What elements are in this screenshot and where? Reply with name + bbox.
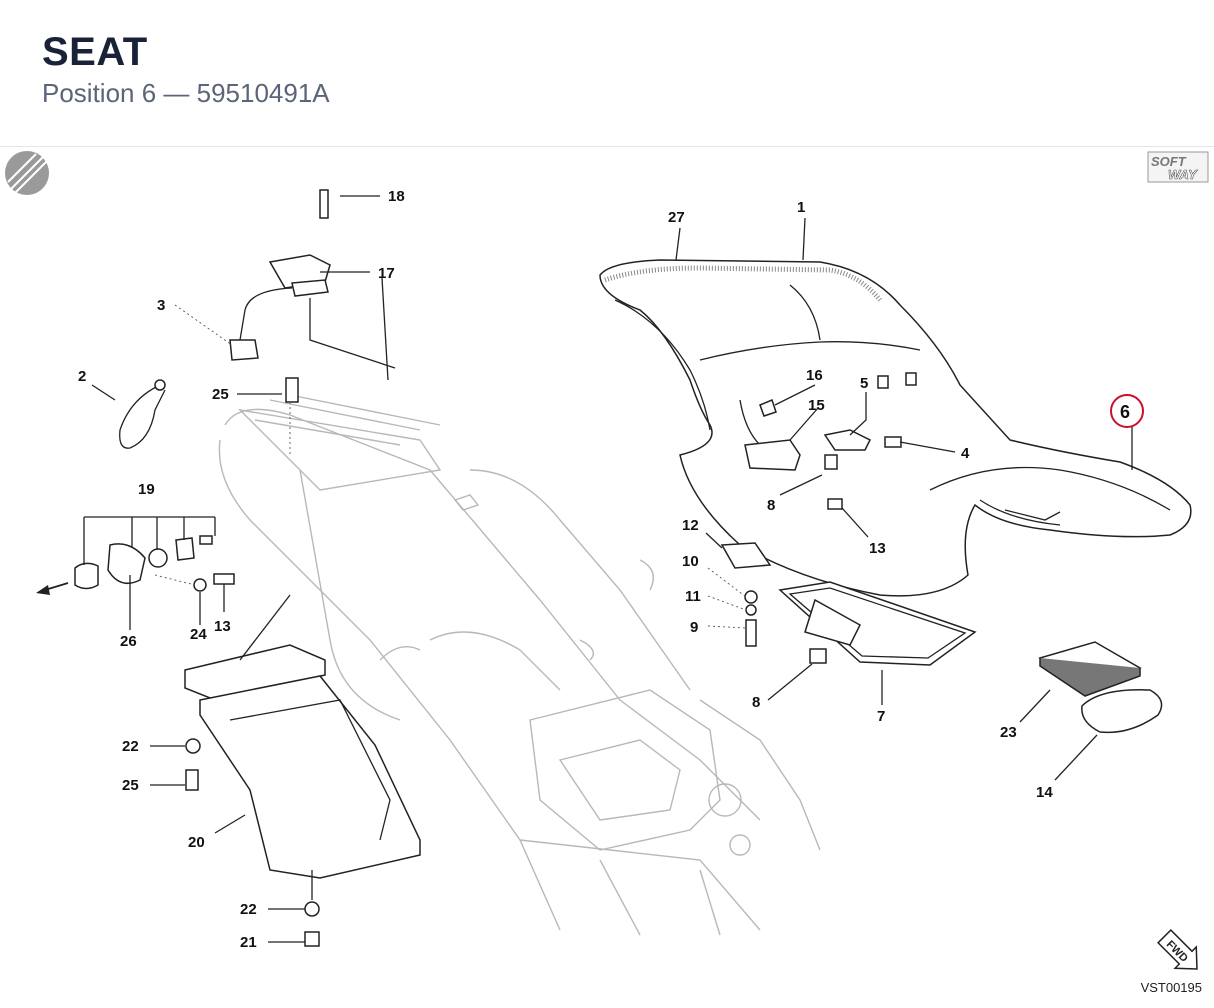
seat-bracket-hardware <box>744 398 902 510</box>
callout-label: 23 <box>1000 724 1017 741</box>
callout-label: 12 <box>682 517 699 534</box>
forward-direction-icon: FWD <box>1157 929 1198 970</box>
rear-subframe <box>218 394 821 936</box>
lock-barrel-assembly <box>36 535 235 595</box>
callout-label: 13 <box>214 618 231 635</box>
callout-label: 25 <box>212 386 229 403</box>
callout-label: 9 <box>690 619 698 636</box>
svg-text:WAY: WAY <box>1168 167 1198 182</box>
callout-label: 21 <box>240 934 257 951</box>
leader-lines <box>83 195 1133 943</box>
page-header: SEAT Position 6 — 59510491A <box>0 0 1214 147</box>
callout-labels: 1 27 18 17 3 2 25 19 26 24 13 22 25 20 2… <box>78 188 1130 951</box>
callout-label: 7 <box>877 708 885 725</box>
callout-label: 13 <box>869 540 886 557</box>
seat-base-frame <box>778 581 977 666</box>
callout-label: 19 <box>138 481 155 498</box>
callout-label: 4 <box>961 445 970 462</box>
highlight-ring <box>1110 394 1144 428</box>
callout-label: 5 <box>860 375 868 392</box>
corner-disc-icon <box>5 151 49 195</box>
callout-label: 20 <box>188 834 205 851</box>
seat-pads <box>1038 641 1163 734</box>
callout-label: 18 <box>388 188 405 205</box>
callout-label: 27 <box>668 209 685 226</box>
callout-label: 15 <box>808 397 825 414</box>
callout-label: 8 <box>752 694 760 711</box>
callout-label: 22 <box>240 901 257 918</box>
callout-label: 14 <box>1036 784 1053 801</box>
callout-label: 22 <box>122 738 139 755</box>
reference-code: VST00195 <box>1140 980 1202 995</box>
seat-assembly <box>599 259 1192 597</box>
callout-label: 17 <box>378 265 395 282</box>
callout-label: 26 <box>120 633 137 650</box>
seat-lock-assembly <box>119 189 331 449</box>
under-tray <box>184 644 421 947</box>
callout-label: 16 <box>806 367 823 384</box>
softway-logo: SOFT WAY <box>1147 151 1209 183</box>
callout-label: 2 <box>78 368 86 385</box>
callout-label: 11 <box>685 588 701 605</box>
highlight-label: 6 <box>1120 402 1130 422</box>
svg-text:SOFT: SOFT <box>1151 154 1187 169</box>
callout-label: 1 <box>797 199 805 216</box>
callout-label: 8 <box>767 497 775 514</box>
page-subtitle: Position 6 — 59510491A <box>42 78 330 108</box>
callout-label: 24 <box>190 626 207 643</box>
callout-label: 10 <box>682 553 699 570</box>
small-fasteners-center <box>720 542 827 664</box>
page-title: SEAT <box>42 30 148 74</box>
callout-label: 25 <box>122 777 139 794</box>
exploded-parts-diagram: SOFT WAY <box>0 147 1214 1003</box>
callout-label: 3 <box>157 297 165 314</box>
